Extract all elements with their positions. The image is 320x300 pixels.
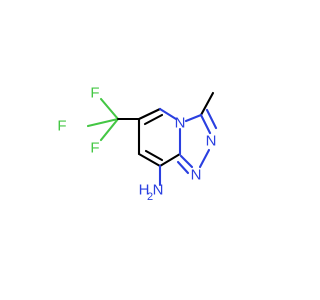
- bond-c3-n2: [199, 113, 212, 135]
- atom-f-top: F: [90, 85, 99, 102]
- bond-n1-c8a-double: [176, 160, 190, 175]
- bond-c5-c5-double: [143, 113, 164, 126]
- atom-amine-n: N: [153, 182, 164, 199]
- atom-n-ring-lower: N: [191, 167, 202, 184]
- bond-c7-c8: [137, 152, 162, 168]
- bond-cf3-f-top: [99, 97, 120, 121]
- atom-n-ring-upper: N: [206, 133, 217, 150]
- bond-cf3-f-left: [86, 117, 120, 128]
- atom-amine-h: H: [139, 182, 150, 199]
- bond-n1-c8a: [179, 154, 194, 169]
- bond-c7-c8-double: [144, 149, 164, 162]
- bond-c6-c5: [137, 107, 162, 121]
- atom-f-bottom: F: [90, 140, 99, 157]
- bond-cf3-f-bottom: [99, 117, 120, 142]
- structure-svg: F F F N N N H N 2: [57, 85, 218, 203]
- atom-n-bridge: N: [175, 115, 186, 132]
- bond-c5-n4: [158, 107, 178, 121]
- bond-c3-n2-double: [205, 108, 218, 130]
- bond-n2-n1: [198, 148, 211, 169]
- bond-n4-c3: [184, 113, 203, 123]
- molecule-diagram: F F F N N N H N 2: [57, 85, 218, 203]
- atom-f-left: F: [57, 118, 66, 135]
- bond-c8-c8a: [158, 152, 182, 168]
- atom-amine-h-sub: 2: [147, 191, 153, 203]
- bond-c3-methyl: [199, 91, 215, 117]
